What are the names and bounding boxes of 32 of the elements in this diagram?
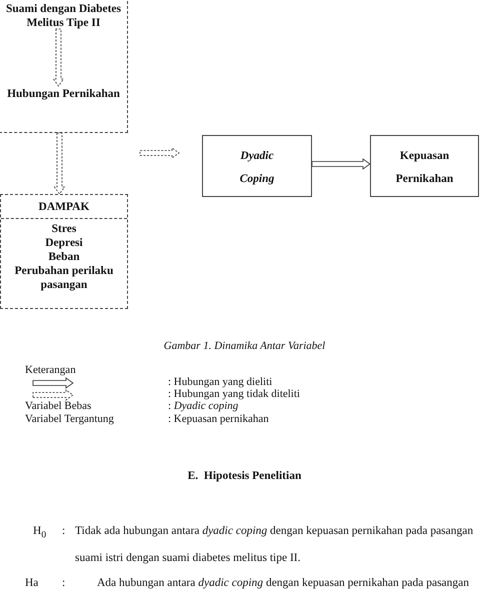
legend-term: Variabel Tergantung xyxy=(25,413,114,425)
section-heading: E. Hipotesis Penelitian xyxy=(186,470,302,482)
box-heading: DAMPAK xyxy=(38,200,90,214)
legend-heading: Keterangan xyxy=(25,364,76,376)
legend-definition: : Hubungan yang tidak diteliti xyxy=(168,388,300,400)
arrow xyxy=(312,158,371,170)
colon: : xyxy=(62,525,66,537)
dashed-impact-box xyxy=(0,194,128,309)
node-text: Suami dengan Diabetes Melitus Tipe II xyxy=(0,2,127,30)
variable-box xyxy=(370,135,479,197)
hypothesis-symbol: Ha xyxy=(25,577,38,589)
dashed-arrow xyxy=(52,28,64,87)
legend-definition: : Dyadic coping xyxy=(168,400,238,412)
dashed-arrow xyxy=(54,132,66,195)
dashed-arrow xyxy=(140,147,180,159)
legend-definition: : Hubungan yang dieliti xyxy=(168,376,272,388)
impact-item: Perubahan perilaku pasangan xyxy=(14,264,114,292)
variable-name: Kepuasan Pernikahan xyxy=(394,149,454,187)
node-text: Hubungan Pernikahan xyxy=(0,87,127,103)
impact-item: Depresi xyxy=(44,236,84,250)
hypothesis-text: Tidak ada hubungan antara dyadic coping dengan kepuasan pernikahan pada pasangan suami istri dengan suami diabetes melitus tipe II. xyxy=(75,524,474,566)
hypothesis-symbol: H$_{0}$ xyxy=(33,525,46,540)
variable-box xyxy=(202,135,312,197)
impact-item: Stres xyxy=(50,222,78,236)
impact-item: Beban xyxy=(47,250,81,264)
legend-term: Variabel Bebas xyxy=(25,400,92,412)
colon: : xyxy=(62,577,66,589)
figure-caption: Gambar 1. Dinamika Antar Variabel xyxy=(162,340,326,352)
legend-definition: : Kepuasan pernikahan xyxy=(168,413,269,425)
hypothesis-text: Ada hubungan antara dyadic coping dengan kepuasan pernikahan pada pasangan xyxy=(97,577,470,589)
dashed-group-box xyxy=(0,0,128,133)
variable-name: Dyadic Coping xyxy=(238,149,276,187)
